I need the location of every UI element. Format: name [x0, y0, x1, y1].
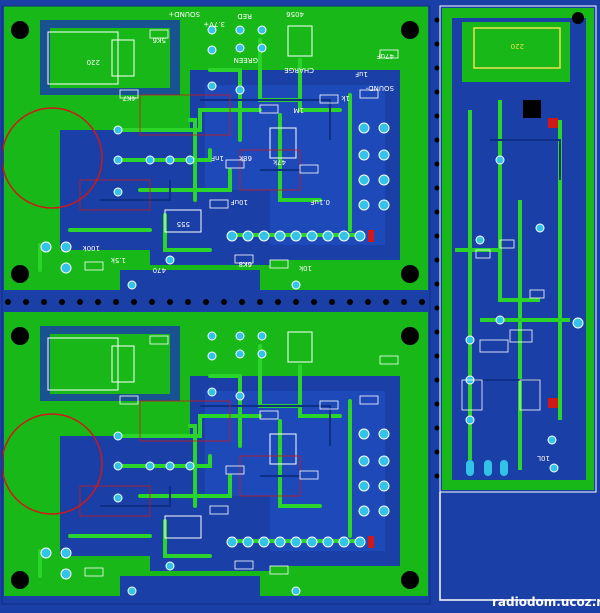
label-ic-555: 555 [177, 220, 190, 228]
vertical-separator-holes [434, 17, 440, 479]
label-6k8: 6K8 [239, 260, 253, 268]
silk-labels-side: 220 10L [511, 42, 550, 462]
label-5k6: 5K6 [152, 36, 166, 44]
label-47uf: 47uF [377, 52, 394, 60]
label-47k: 47k [272, 158, 286, 166]
label-4056: 4056 [286, 10, 304, 18]
label-1uf: 1uF [355, 70, 368, 78]
separator-holes [5, 299, 425, 305]
silk-labels-top: SOUND+ 3.7V+ RED GREEN CHARGE 4056 SOUND… [82, 10, 394, 274]
label-sound-minus: SOUND- [365, 84, 394, 92]
board-outline [439, 492, 596, 601]
label-470: 470 [153, 266, 166, 274]
watermark-text: radiodom.ucoz.ru [492, 595, 600, 609]
label-side-220: 220 [511, 42, 524, 50]
pcb-board-bottom [0, 310, 430, 598]
label-transformer: 220 [87, 58, 100, 66]
pcb-board-top [0, 4, 430, 292]
label-charge: CHARGE [284, 66, 314, 74]
main-board-outline [1, 5, 431, 605]
label-1nf: 1nF [211, 154, 224, 162]
label-1k: 1k [341, 94, 350, 102]
side-board-outline [439, 5, 597, 493]
label-green: GREEN [234, 56, 258, 64]
label-4k7: 4K7 [123, 94, 137, 102]
label-10k: 10k [298, 264, 312, 272]
label-68k: 68k [238, 154, 252, 162]
label-10uf: 10uF [231, 198, 248, 206]
label-1-5k: 1.5k [110, 256, 126, 264]
pcb-board-side [442, 8, 594, 490]
label-sound-plus: SOUND+ [168, 10, 200, 18]
label-red: RED [237, 12, 252, 20]
label-0-1uf: 0.1uF [310, 198, 330, 206]
label-3v7: 3.7V+ [203, 20, 225, 28]
label-side-10l: 10L [537, 454, 550, 462]
label-100k: 100k [82, 244, 100, 252]
label-1m: 1M [294, 106, 305, 114]
